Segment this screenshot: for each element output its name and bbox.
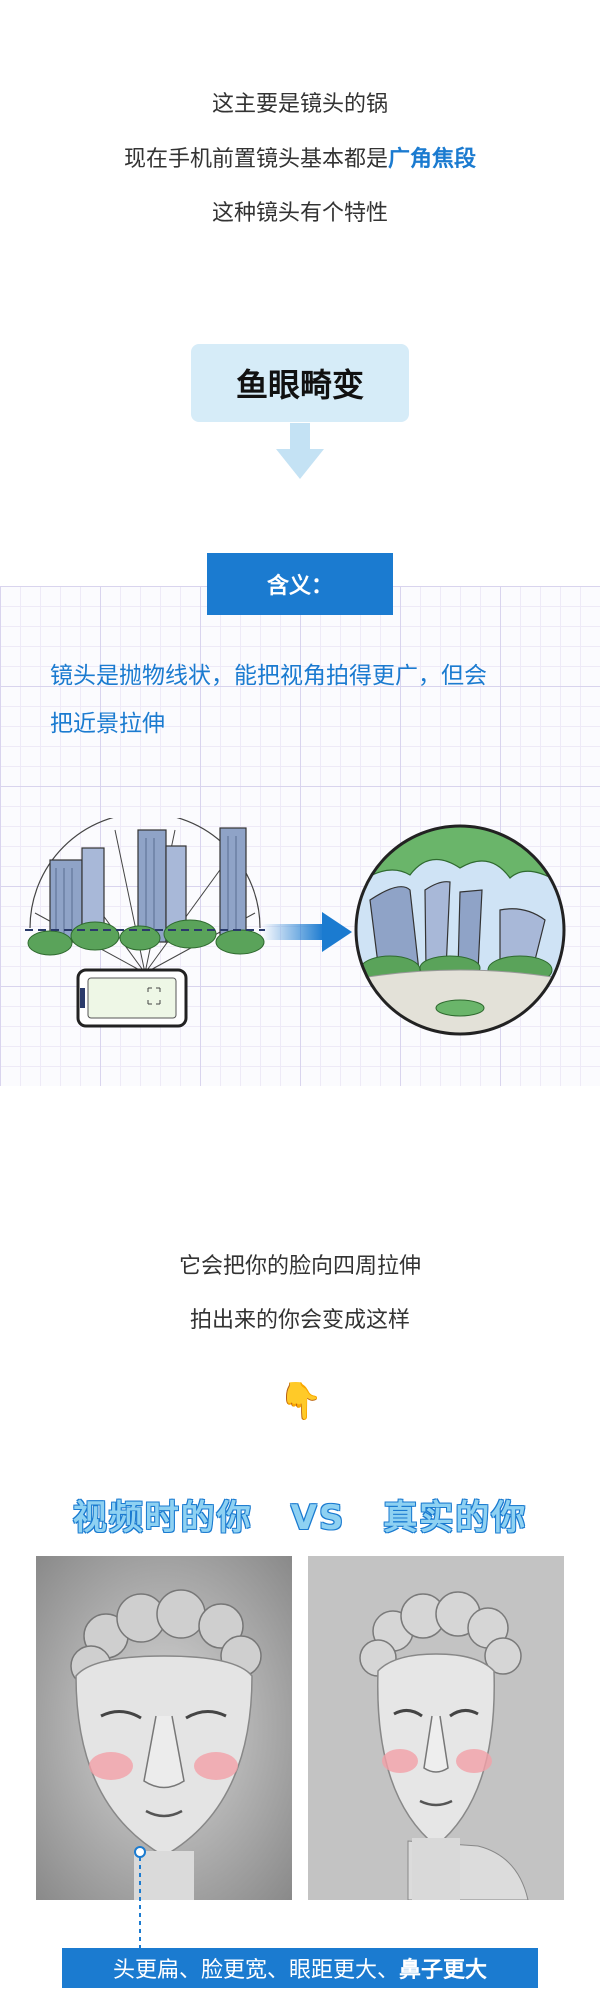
intro-line-2-prefix: 现在手机前置镜头基本都是 [123,147,388,172]
meaning-line-2: 把近景拉伸 [50,711,165,737]
effect-line-2: 拍出来的你会变成这样 [189,1308,410,1333]
arrow-down-icon [276,423,324,479]
fisheye-view-illustration [354,824,566,1036]
caption-bar: 头更扁、脸更宽、眼距更大、鼻子更大 [62,1948,538,1988]
comparison-right-title: 真实的你 [383,1498,528,1538]
effect-line-1: 它会把你的脸向四周拉伸 [178,1254,421,1279]
meaning-tab-label: 含义： [266,574,333,599]
meaning-description: 镜头是抛物线状，能把视角拍得更广，但会 把近景拉伸 [50,652,550,748]
comparison-title: 视频时的你 VS 真实的你 [0,1490,600,1539]
wide-angle-scene-illustration [25,818,265,1028]
connector-line [134,1846,146,1949]
photo-real-bust [308,1556,564,1900]
comparison-vs: VS [290,1498,346,1538]
caption-prefix: 头更扁、脸更宽、眼距更大、 [112,1958,399,1983]
intro-line-3: 这种镜头有个特性 [211,201,388,226]
meaning-line-1: 镜头是抛物线状，能把视角拍得更广，但会 [50,663,487,689]
concept-box: 鱼眼畸变 [191,344,409,422]
meaning-tab: 含义： [207,553,393,615]
arrow-right-icon [262,912,352,952]
intro-line-2: 现在手机前置镜头基本都是广角焦段 [0,141,600,173]
intro-line-2-highlight: 广角焦段 [388,147,477,172]
caption-highlight: 鼻子更大 [399,1958,488,1983]
concept-box-label: 鱼眼畸变 [235,366,364,404]
intro-line-1: 这主要是镜头的锅 [211,92,388,117]
comparison-left-title: 视频时的你 [72,1498,253,1538]
pointing-down-icon: 👇 [278,1381,323,1422]
photo-video-call-bust [36,1556,292,1900]
